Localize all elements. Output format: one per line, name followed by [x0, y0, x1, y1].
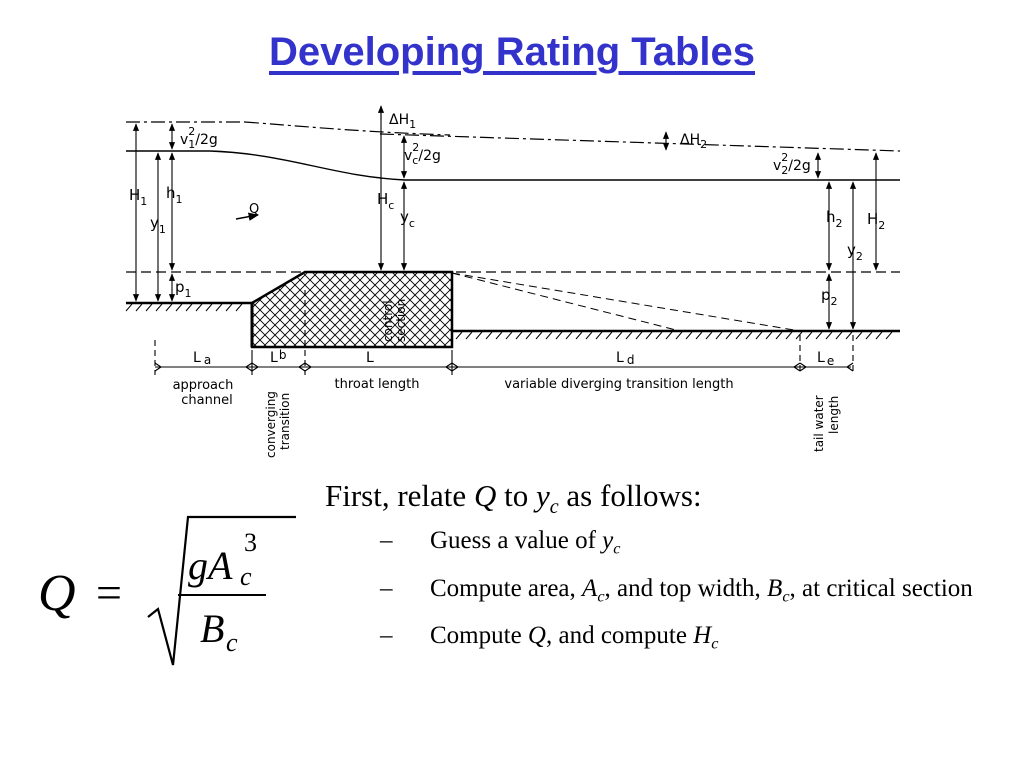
- label-converging-transition: converging transition: [264, 391, 292, 458]
- label-y2: y2: [847, 241, 863, 263]
- list-item: –Compute area, Ac, and top width, Bc, at…: [380, 574, 973, 606]
- svg-text:converging: converging: [264, 391, 278, 458]
- label-dH2: ΔH2: [680, 132, 707, 151]
- formula-lhs: Q: [38, 565, 76, 622]
- svg-text:section: section: [394, 299, 408, 342]
- water-surface: [126, 150, 900, 181]
- label-throat-length: throat length: [335, 377, 420, 392]
- throat-block: [250, 270, 454, 349]
- dimension-lines: [132, 105, 880, 330]
- label-h2: h2: [826, 208, 843, 230]
- label-control-section: control section: [381, 299, 408, 342]
- radical-sign: [147, 515, 296, 666]
- formula-den-sub: c: [226, 628, 238, 657]
- label-approach-channel: approach: [173, 378, 234, 393]
- label-Q: Q: [249, 202, 259, 217]
- label-tail-water-length: tail water length: [812, 395, 841, 452]
- energy-lines: [126, 121, 901, 273]
- slide-title: Developing Rating Tables: [269, 30, 755, 74]
- label-Lb: Lb: [270, 348, 286, 366]
- label-y1: y1: [150, 214, 166, 236]
- label-dH1: ΔH1: [389, 112, 416, 131]
- flow-arrow: [235, 212, 260, 221]
- formula-num-sup: 3: [244, 528, 257, 557]
- critical-flow-formula: Q = gA c 3 B c: [38, 515, 296, 666]
- svg-text:control: control: [381, 300, 395, 342]
- label-yc: yc: [400, 208, 415, 230]
- label-h1: h1: [166, 184, 183, 206]
- length-dimensions: [154, 290, 854, 375]
- svg-text:tail water: tail water: [812, 395, 826, 452]
- label-H1: H1: [129, 186, 147, 208]
- flume-bed: [125, 270, 900, 349]
- formula-num-sub: c: [240, 562, 252, 591]
- label-L: L: [366, 350, 374, 366]
- formula-denominator: B: [200, 606, 224, 651]
- lead-sentence: First, relate Q to yc as follows:: [325, 478, 702, 519]
- label-p1: p1: [175, 278, 192, 300]
- list-item: –Guess a value of yc: [380, 527, 621, 558]
- svg-text:length: length: [827, 396, 841, 434]
- label-approach-channel-2: channel: [181, 393, 232, 408]
- label-Hc: Hc: [377, 190, 394, 212]
- procedure-text: First, relate Q to yc as follows: –Guess…: [325, 478, 1005, 668]
- svg-text:transition: transition: [278, 393, 292, 450]
- label-H2: H2: [867, 210, 885, 232]
- formula-equals: =: [96, 567, 122, 618]
- list-item: –Compute Q, and compute Hc: [380, 622, 719, 654]
- formula-numerator: gA: [188, 543, 233, 588]
- label-diverging-length: variable diverging transition length: [504, 377, 733, 392]
- label-p2: p2: [821, 286, 838, 308]
